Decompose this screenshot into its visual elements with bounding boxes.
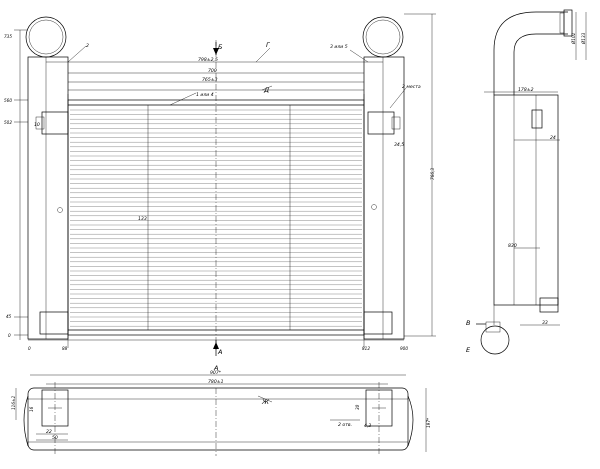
dim-34-5: 34,5 — [394, 142, 404, 148]
side-pipe-elbow — [493, 11, 568, 95]
left-tank — [27, 56, 69, 340]
bottom-dim-116: 116±2 — [11, 395, 16, 410]
dim-812: 812 — [362, 346, 370, 351]
pos-3-or-5-label: 3 или 5 — [330, 44, 348, 50]
bottom-dim-30: 30 — [355, 404, 360, 410]
left-inlet-pipe-inner — [28, 19, 64, 55]
dim-735: 735 — [4, 34, 12, 39]
view-b-arrow — [213, 48, 219, 55]
dim-502: 502 — [4, 120, 12, 125]
front-view: Б Г Д А 2 3 или 5 1 или 4 2 места 798±2,… — [4, 13, 436, 356]
dim-765: 765±3 — [202, 77, 218, 83]
bottom-dim-197: 197* — [426, 418, 431, 428]
view-zh-label: Ж — [261, 398, 270, 406]
view-v-label: В — [466, 319, 471, 327]
holes-2-label: 2 отв. — [338, 422, 352, 428]
right-lower-bracket — [363, 311, 393, 335]
view-a-label: А — [217, 348, 222, 356]
dim-0-left: 0 — [8, 333, 11, 338]
pos-1-or-4-label: 1 или 4 — [196, 92, 214, 98]
left-plug — [57, 207, 63, 213]
dim-88: 88 — [62, 346, 68, 351]
bottom-dim-16: 16 — [29, 406, 34, 412]
side-view: Ø102 Ø133 178±2 24 830 33 В Е — [466, 9, 587, 355]
dim-133: 133 — [138, 216, 147, 222]
right-plug — [371, 204, 377, 210]
left-upper-bracket — [41, 111, 69, 135]
bottom-dim-780: 780±1 — [208, 379, 224, 385]
left-inlet-pipe — [25, 16, 67, 58]
right-outlet-pipe-inner — [365, 19, 401, 55]
side-dim-1: Ø102 — [571, 32, 576, 45]
dim-700: 700 — [208, 68, 217, 74]
dim-900: 900 — [400, 346, 408, 351]
side-dim-24: 24 — [550, 135, 556, 141]
dim-10: 10 — [34, 122, 40, 128]
view-d-label: Д — [263, 86, 269, 94]
dim-560: 560 — [4, 98, 12, 103]
dim-45: 45 — [6, 314, 12, 319]
bottom-dim-22: 22 — [46, 429, 52, 435]
bottom-dim-907: 907* — [210, 370, 222, 376]
pos-2-label: 2 — [86, 43, 89, 49]
dim-766-3: 766,3 — [430, 168, 435, 180]
section-a-label: А — [213, 364, 218, 372]
view-b-label: Б — [218, 43, 223, 51]
bottom-dim-50: 50 — [52, 435, 58, 441]
bottom-view: А Ж 907* 780±1 116±2 16 22 50 30 4,3 2 о… — [11, 364, 431, 456]
side-tank — [493, 94, 559, 306]
side-dim-2: Ø133 — [581, 32, 586, 45]
right-outlet-pipe — [362, 16, 404, 58]
left-lower-bracket — [39, 311, 69, 335]
right-tank — [363, 56, 405, 340]
dim-0-bottom: 0 — [28, 346, 31, 351]
places-2-label: 2 места — [402, 84, 421, 90]
side-dim-33: 33 — [542, 320, 548, 326]
view-a-arrow — [213, 342, 219, 349]
view-g-label: Г — [266, 41, 271, 49]
right-upper-bracket — [367, 111, 395, 135]
detail-e-circle — [480, 325, 510, 355]
side-dim-178: 178±2 — [518, 87, 534, 93]
bottom-dim-4-3: 4,3 — [364, 423, 371, 429]
bottom-body — [27, 387, 409, 451]
side-dim-830: 830 — [508, 243, 517, 249]
view-e-label: Е — [466, 346, 471, 354]
dim-798: 798±2,5 — [198, 57, 218, 63]
